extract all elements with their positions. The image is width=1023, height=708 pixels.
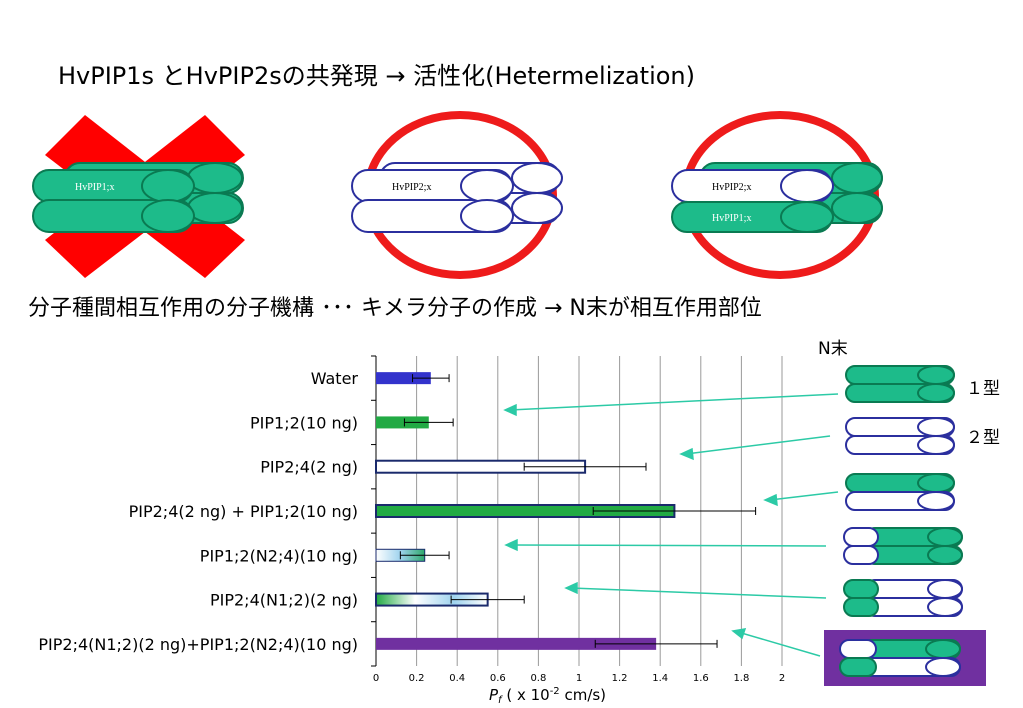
left-molecule-label: HvPIP1;x [75, 182, 114, 193]
x-tick-label: 0.2 [409, 673, 425, 684]
bar [376, 637, 657, 650]
category-label: PIP1;2(10 ng) [250, 413, 358, 432]
x-tick-label: 1.8 [733, 673, 749, 684]
x-tick-label: 0.4 [449, 673, 465, 684]
category-label: PIP2;4(N1;2)(2 ng)+PIP1;2(N2;4)(10 ng) [38, 635, 358, 654]
x-axis-label: Pf ( x 10-2 cm/s) [489, 686, 606, 706]
x-tick-label: 1.6 [693, 673, 709, 684]
slide-subtitle: 分子種間相互作用の分子機構 ･･･ キメラ分子の作成 → N末が相互作用部位 [28, 296, 762, 321]
pip1-homomer-illustration: HvPIP1;x [32, 115, 245, 278]
n-terminus-label: N末 [818, 339, 848, 359]
x-tick-label: 0 [373, 673, 379, 684]
coexpression-icon [845, 473, 955, 511]
middle-molecule-label: HvPIP2;x [392, 182, 431, 193]
category-label: PIP2;4(N1;2)(2 ng) [210, 591, 358, 610]
type2-label: ２型 [966, 428, 1000, 448]
x-tick-label: 2 [779, 673, 785, 684]
bar [376, 416, 429, 429]
x-tick-label: 0.8 [530, 673, 546, 684]
category-label: PIP1;2(N2;4)(10 ng) [200, 546, 358, 565]
category-label: PIP2;4(2 ng) [260, 458, 358, 477]
right-bottom-molecule-label: HvPIP1;x [712, 213, 751, 224]
x-tick-label: 1.2 [612, 673, 628, 684]
type2-icon [845, 417, 955, 455]
x-tick-label: 1 [576, 673, 582, 684]
category-label: PIP2;4(2 ng) + PIP1;2(10 ng) [129, 502, 358, 521]
type1-label: １型 [966, 379, 1000, 399]
right-top-molecule-label: HvPIP2;x [712, 182, 751, 193]
chimera-pip2-n1-icon [843, 579, 963, 617]
type1-icon [845, 365, 955, 403]
slide-title: HvPIP1s とHvPIP2sの共発現 → 活性化(Hetermelizati… [58, 62, 696, 90]
x-tick-label: 1.4 [652, 673, 668, 684]
x-tick-label: 0.6 [490, 673, 506, 684]
category-label: Water [311, 369, 359, 388]
bar [376, 372, 431, 385]
chimera-pip1-n2-icon [843, 527, 963, 565]
pointer-arrows [503, 393, 839, 657]
heteromer-illustration: HvPIP2;x HvPIP1;x [671, 111, 883, 279]
chimera-coexpression-icon [824, 630, 986, 686]
chart-tick-labels: 0 0.2 0.4 0.6 0.8 1 1.2 1.4 1.6 1.8 2 [373, 673, 785, 684]
pip2-homomer-illustration: HvPIP2;x [351, 111, 563, 279]
chart-bars [375, 372, 757, 650]
